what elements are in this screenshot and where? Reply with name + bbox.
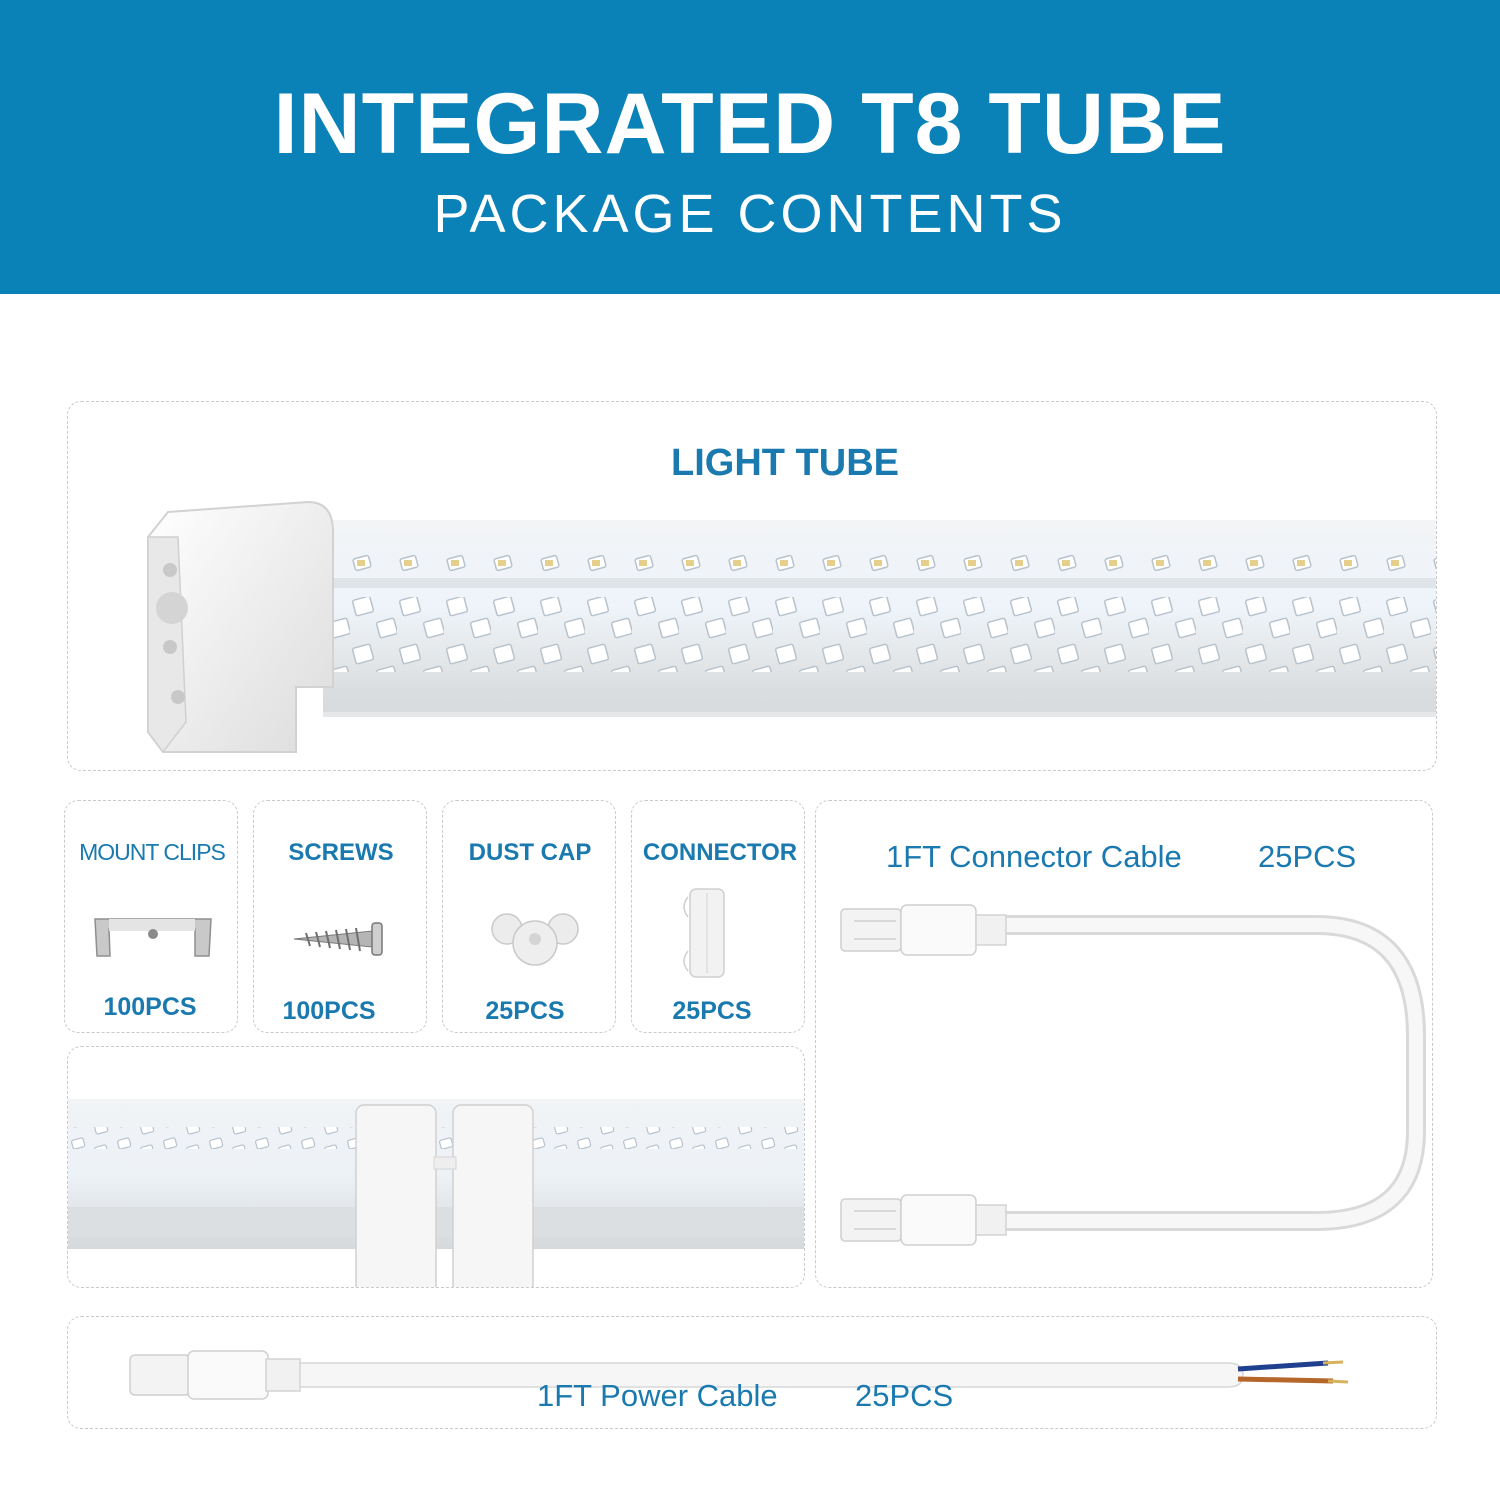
mount-clip-icon (94, 918, 212, 957)
screws-label: SCREWS (288, 839, 394, 866)
connector-panel: CONNECTOR 25PCS (631, 800, 805, 1033)
joined-tubes-icon (68, 1099, 804, 1287)
page-title: INTEGRATED T8 TUBE (273, 76, 1227, 172)
light-tube-label: LIGHT TUBE (671, 442, 899, 484)
dust-cap-icon (491, 913, 579, 966)
screws-panel: SCREWS 100PCS (253, 800, 427, 1033)
connector-cable-quantity: 25PCS (1258, 839, 1357, 874)
connector-cable-panel: 1FT Connector Cable 25PCS (815, 800, 1433, 1288)
connector-quantity: 25PCS (672, 997, 752, 1025)
dust-cap-panel: DUST CAP 25PCS (442, 800, 616, 1033)
connector-icon (683, 888, 725, 978)
mount-clips-panel: MOUNT CLIPS 100PCS (64, 800, 238, 1033)
connector-label: CONNECTOR (642, 839, 798, 866)
mount-clips-quantity: 100PCS (103, 993, 197, 1021)
dust-cap-quantity: 25PCS (485, 997, 565, 1025)
page-subtitle: PACKAGE CONTENTS (433, 184, 1067, 244)
power-cable-label: 1FT Power Cable (537, 1378, 778, 1413)
dust-cap-label: DUST CAP (468, 839, 592, 866)
joined-tubes-panel (67, 1046, 805, 1288)
power-cable-quantity: 25PCS (855, 1378, 954, 1413)
header-banner: INTEGRATED T8 TUBE PACKAGE CONTENTS (0, 0, 1500, 294)
power-cable-icon (129, 1350, 1349, 1400)
screws-quantity: 100PCS (282, 997, 376, 1025)
power-cable-panel: 1FT Power Cable 25PCS (67, 1316, 1437, 1429)
connector-cable-icon (840, 904, 1426, 1246)
light-tube-panel: LIGHT TUBE (67, 401, 1437, 771)
mount-clips-label: MOUNT CLIPS (79, 839, 226, 865)
led-light-tube-icon (147, 500, 1436, 754)
connector-cable-label: 1FT Connector Cable (886, 839, 1182, 874)
screw-icon (293, 922, 383, 956)
